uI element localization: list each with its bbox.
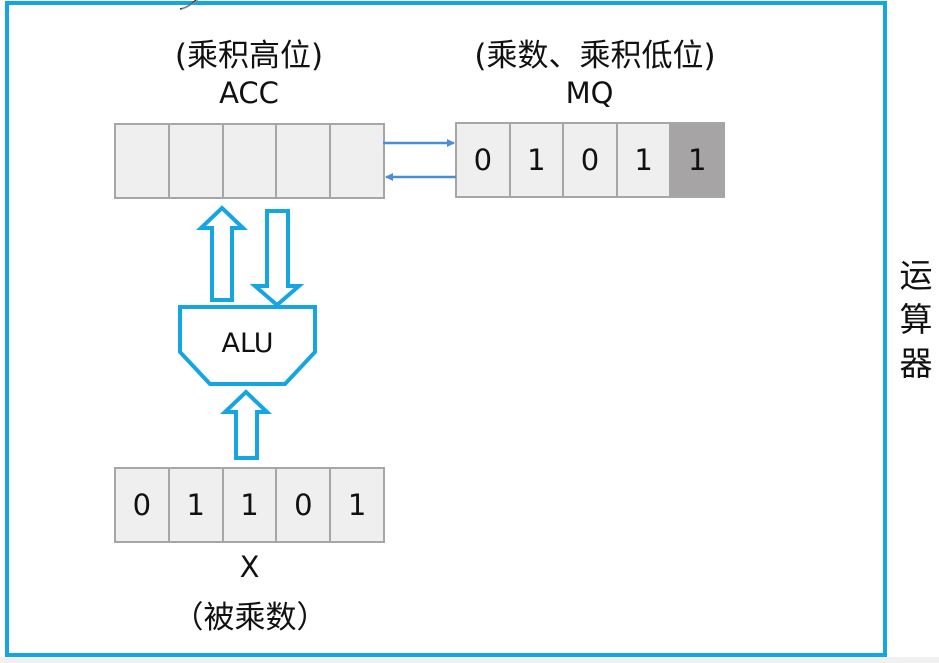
arithmetic-unit-frame (5, 1, 887, 657)
acc-bit-1 (169, 125, 224, 197)
mq-name-label: MQ (565, 76, 614, 110)
mq-bit-1: 1 (510, 124, 565, 196)
mq-bit-2: 0 (564, 124, 618, 196)
acc-bit-0 (116, 125, 170, 197)
x-role-label: （被乘数） (172, 600, 328, 636)
x-bit-2: 1 (223, 469, 278, 541)
arithmetic-unit-label-char-1: 算 (899, 300, 933, 339)
mq-bit-0: 0 (457, 124, 511, 196)
x-register: 0 1 1 0 1 (114, 467, 385, 543)
mq-role-label: (乘数、乘积低位) (474, 38, 716, 74)
bottom-strip (0, 657, 939, 663)
x-bit-3: 0 (277, 469, 332, 541)
acc-register (114, 123, 385, 199)
alu-to-acc-hollow-arrow (196, 205, 248, 302)
alu-label: ALU (221, 328, 274, 359)
x-name-label: X (239, 550, 260, 584)
acc-bit-4 (331, 125, 383, 197)
arithmetic-unit-label-char-2: 器 (899, 344, 933, 383)
x-bit-4: 1 (331, 469, 383, 541)
acc-role-label: (乘积高位) (174, 38, 324, 74)
x-bit-1: 1 (169, 469, 224, 541)
arithmetic-unit-label: 运 算 器 (893, 254, 939, 386)
mq-bit-4-highlighted: 1 (671, 124, 723, 196)
acc-bit-2 (223, 125, 278, 197)
alu-block (178, 305, 317, 386)
x-to-alu-hollow-arrow (220, 389, 272, 460)
acc-name-label: ACC (219, 76, 279, 110)
arithmetic-unit-label-char-0: 运 (899, 256, 933, 295)
mq-register: 0 1 0 1 1 (455, 122, 725, 198)
mq-bit-3: 1 (617, 124, 672, 196)
acc-bit-3 (277, 125, 332, 197)
x-bit-0: 0 (116, 469, 170, 541)
acc-to-alu-hollow-arrow (249, 209, 305, 308)
pen-cursor-icon (179, 0, 199, 10)
